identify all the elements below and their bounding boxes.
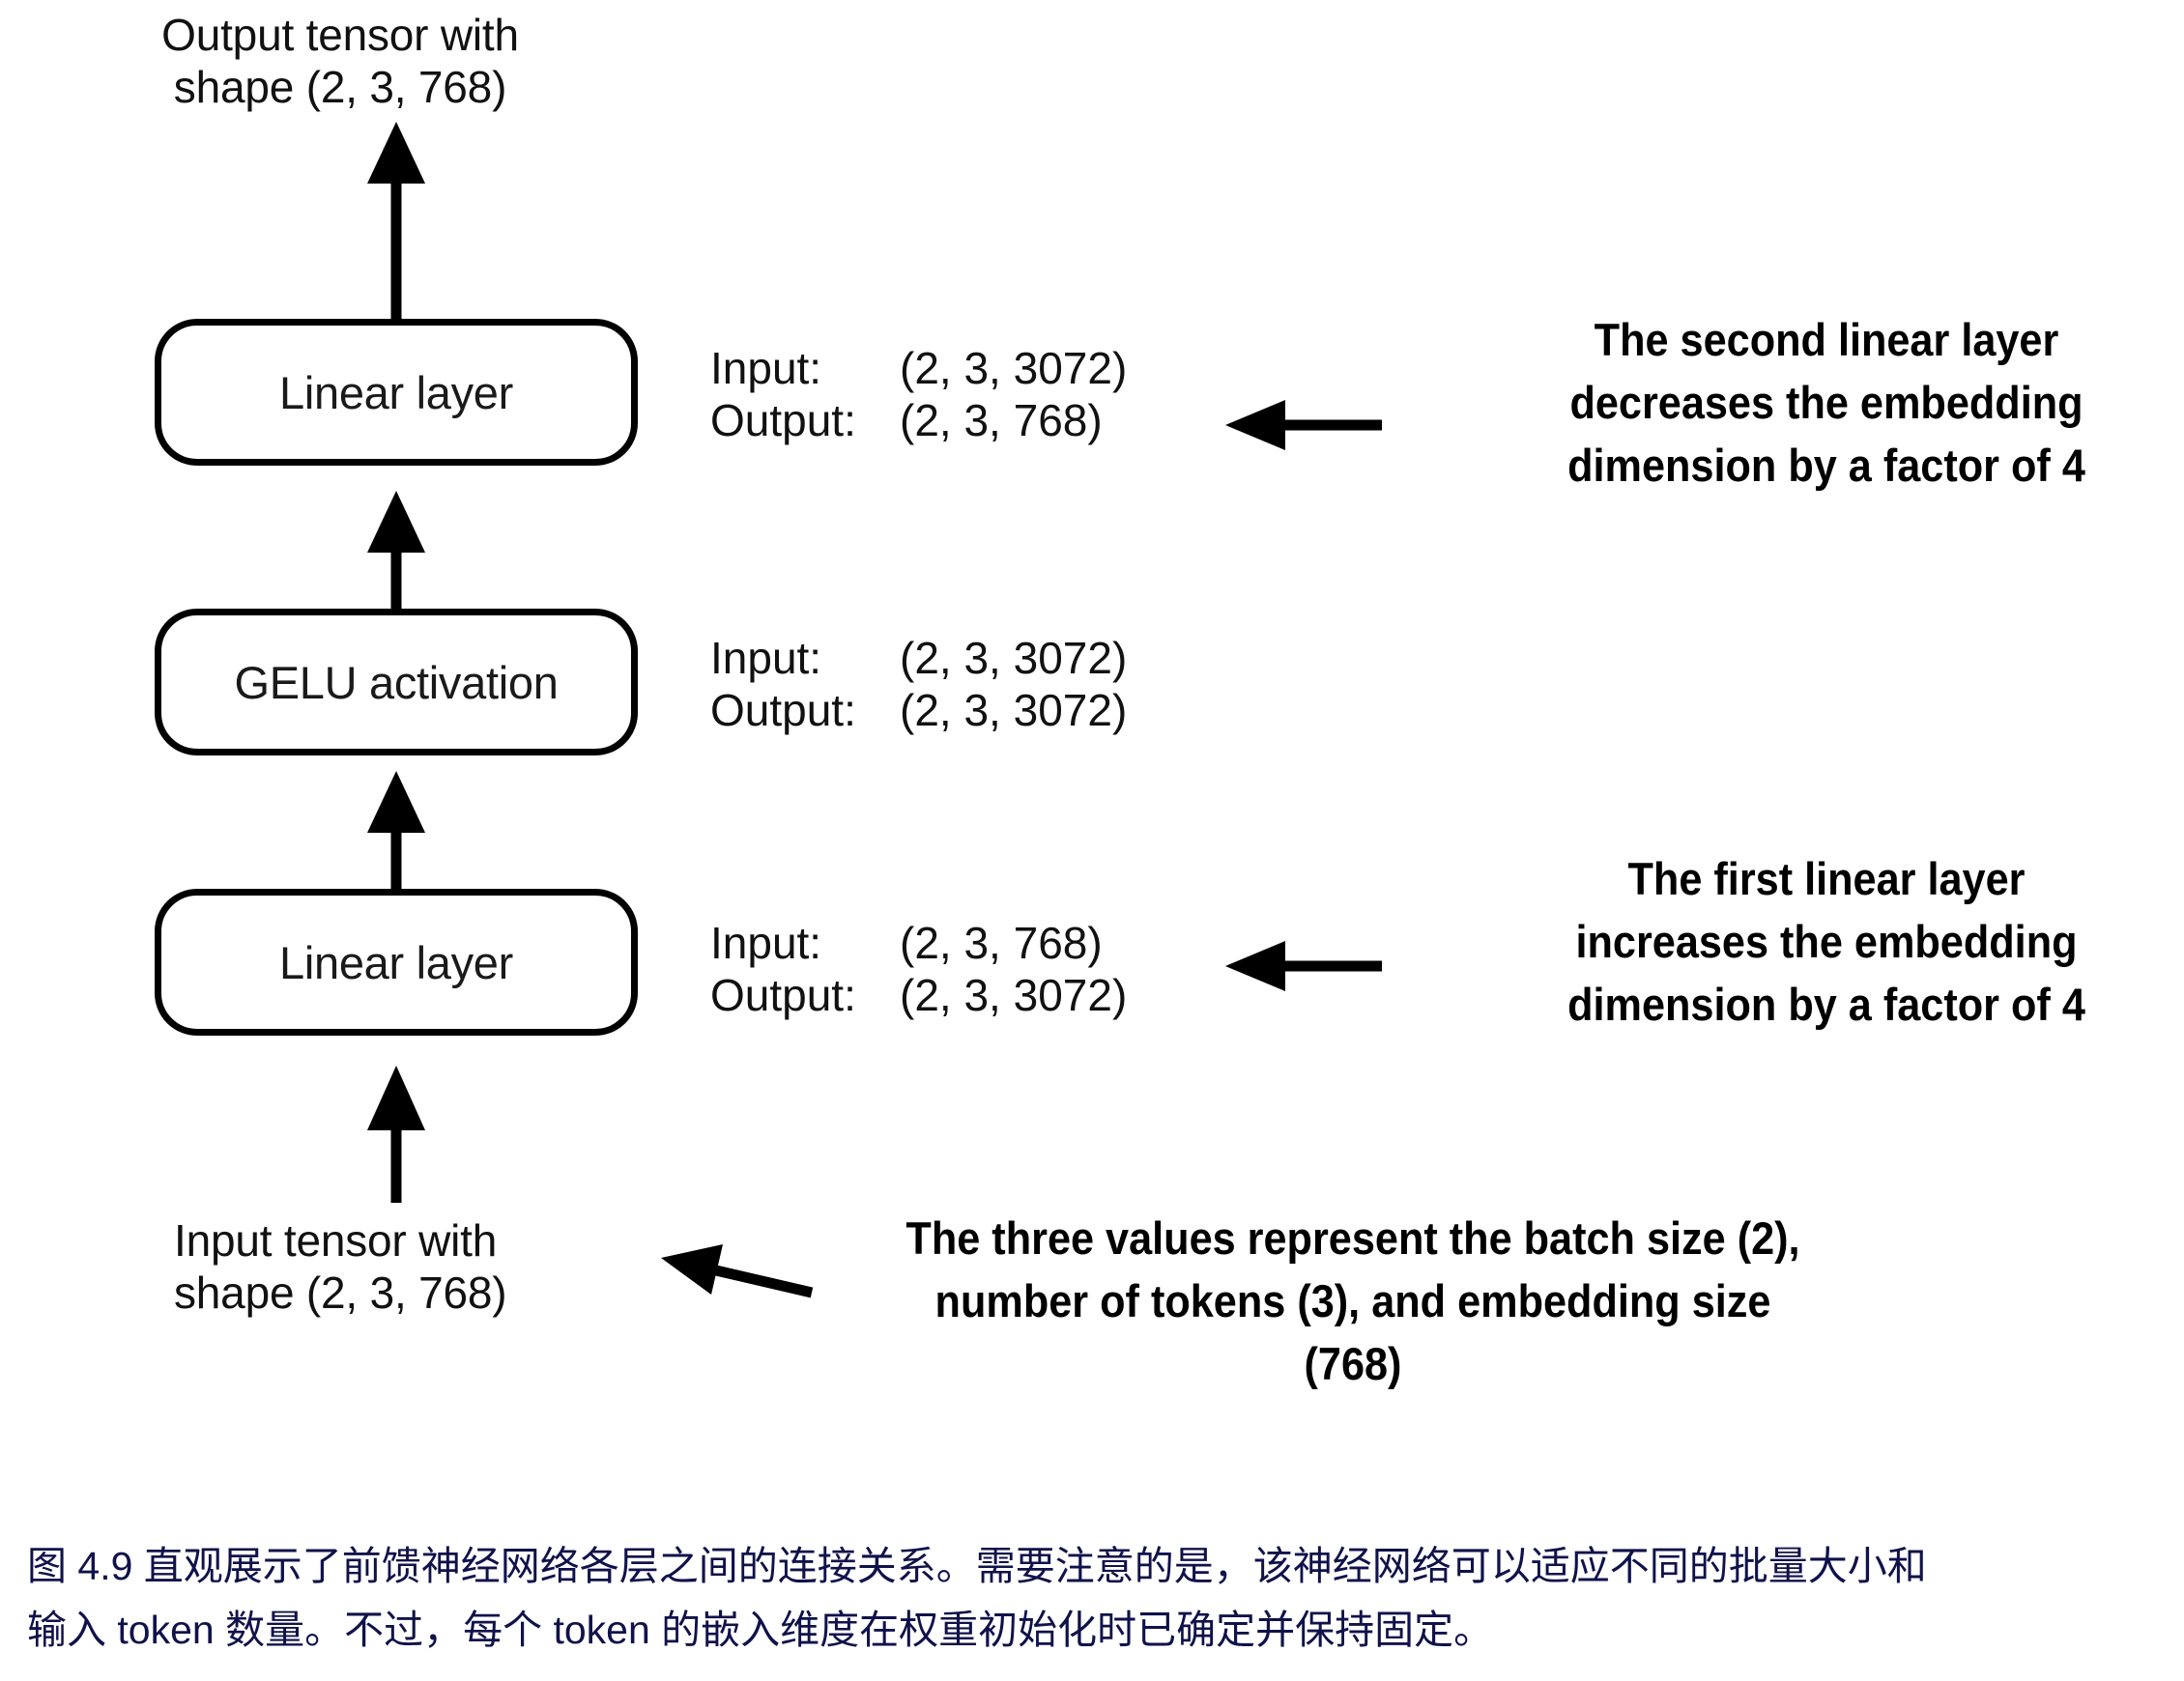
annotation-line: number of tokens (3), and embedding size <box>934 1274 1771 1326</box>
io-output-key: Output: <box>710 394 856 445</box>
io-input-key: Input: <box>710 343 822 393</box>
io-output-value: (2, 3, 768) <box>900 394 1103 445</box>
annotation-second-linear-note: The second linear layer decreases the em… <box>1515 309 2138 498</box>
annotation-shape-values-note: The three values represent the batch siz… <box>864 1208 1842 1396</box>
node-linear-layer-1[interactable]: Linear layer <box>155 889 638 1036</box>
annotation-line: The second linear layer <box>1594 314 2059 365</box>
io-output-key: Output: <box>710 969 856 1020</box>
io-input-value: (2, 3, 3072) <box>900 343 1128 393</box>
io-row-output: Output: (2, 3, 3072) <box>710 970 1127 1022</box>
io-row-output: Output: (2, 3, 768) <box>710 395 1127 447</box>
io-block-gelu-activation: Input: (2, 3, 3072) Output: (2, 3, 3072) <box>710 633 1127 737</box>
arrow-linear1-to-gelu <box>367 771 425 889</box>
io-row-output: Output: (2, 3, 3072) <box>710 685 1127 737</box>
arrow-annotation-shape-values <box>661 1244 814 1298</box>
annotation-line: (768) <box>1304 1337 1402 1389</box>
annotation-line: dimension by a factor of 4 <box>1567 439 2085 491</box>
node-linear-layer-1-label: Linear layer <box>279 936 513 988</box>
arrow-input-to-linear1 <box>367 1066 425 1203</box>
io-output-value: (2, 3, 3072) <box>900 969 1128 1020</box>
io-output-key: Output: <box>710 684 856 735</box>
io-input-value: (2, 3, 3072) <box>900 633 1128 683</box>
io-input-value: (2, 3, 768) <box>900 918 1103 968</box>
annotation-line: dimension by a factor of 4 <box>1567 978 2085 1030</box>
figure-caption: 图 4.9 直观展示了前馈神经网络各层之间的连接关系。需要注意的是，该神经网络可… <box>27 1534 2153 1663</box>
arrow-annotation-first-linear <box>1225 941 1382 991</box>
arrow-annotation-second-linear <box>1225 400 1382 450</box>
output-tensor-label: Output tensor with shape (2, 3, 768) <box>161 10 519 112</box>
io-row-input: Input: (2, 3, 768) <box>710 918 1127 970</box>
annotation-first-linear-note: The first linear layer increases the emb… <box>1515 848 2138 1037</box>
input-tensor-label: Input tensor with shape (2, 3, 768) <box>174 1215 507 1318</box>
annotation-line: decreases the embedding <box>1569 376 2083 428</box>
annotation-line: increases the embedding <box>1575 915 2078 967</box>
annotation-line: The three values represent the batch siz… <box>905 1212 1800 1264</box>
arrow-to-output <box>367 122 425 319</box>
io-row-input: Input: (2, 3, 3072) <box>710 633 1127 685</box>
io-block-linear-layer-1: Input: (2, 3, 768) Output: (2, 3, 3072) <box>710 918 1127 1022</box>
caption-line-1: 图 4.9 直观展示了前馈神经网络各层之间的连接关系。需要注意的是，该神经网络可… <box>27 1544 1927 1588</box>
io-input-key: Input: <box>710 633 822 683</box>
node-linear-layer-2[interactable]: Linear layer <box>155 319 638 466</box>
arrow-gelu-to-linear2 <box>367 491 425 609</box>
io-row-input: Input: (2, 3, 3072) <box>710 343 1127 395</box>
annotation-line: The first linear layer <box>1627 853 2026 904</box>
io-output-value: (2, 3, 3072) <box>900 684 1128 735</box>
caption-line-2: 输入 token 数量。不过，每个 token 的嵌入维度在权重初始化时已确定并… <box>27 1608 1494 1653</box>
node-gelu-activation-label: GELU activation <box>234 656 559 708</box>
node-gelu-activation[interactable]: GELU activation <box>155 609 638 755</box>
io-input-key: Input: <box>710 918 822 968</box>
node-linear-layer-2-label: Linear layer <box>279 366 513 418</box>
io-block-linear-layer-2: Input: (2, 3, 3072) Output: (2, 3, 768) <box>710 343 1127 447</box>
